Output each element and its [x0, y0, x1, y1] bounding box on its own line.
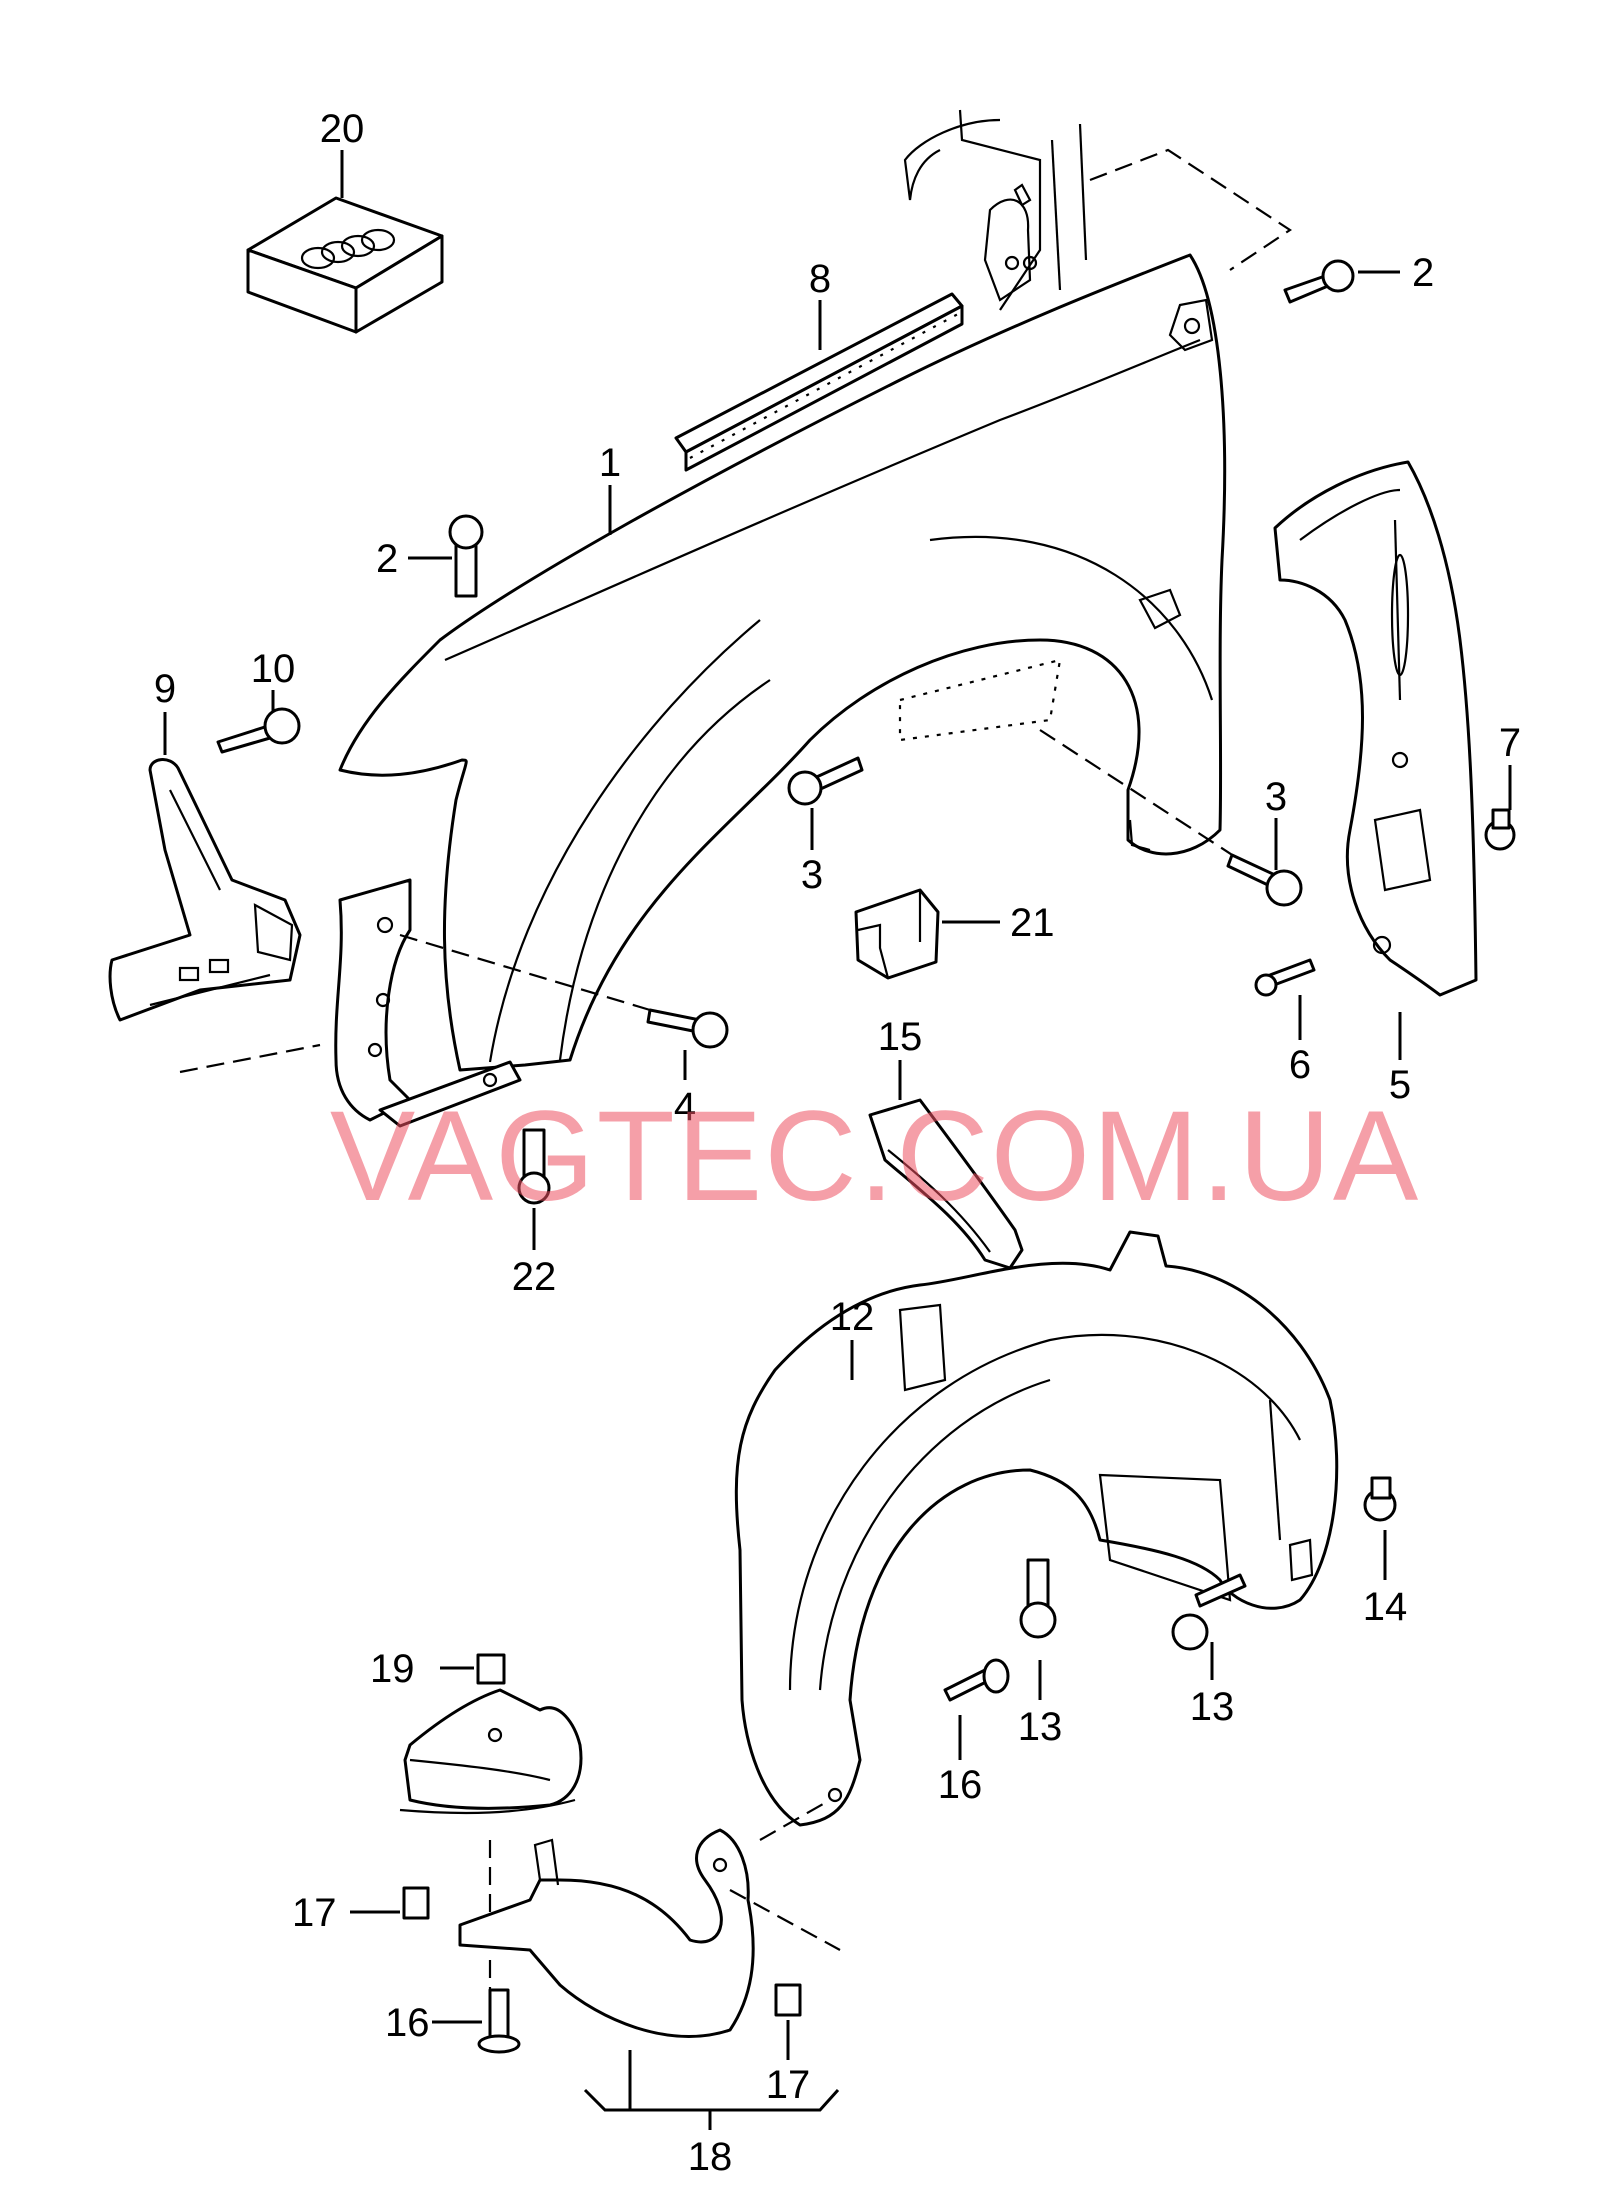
callout-21: 21	[1010, 901, 1055, 945]
screw-13-right	[1171, 1573, 1247, 1651]
part-8-strip	[674, 292, 964, 472]
callout-17-right: 17	[766, 2063, 811, 2107]
part-12-wheel-liner	[734, 1230, 1339, 1827]
clip-17-left	[402, 1886, 430, 1920]
callout-labels: 20 8 2 1 2 10 9 7 3 3 21 15 6 5 4 22 12 …	[154, 107, 1521, 2179]
body-pillar	[903, 109, 1088, 311]
clip-19	[476, 1653, 506, 1685]
callout-2-top: 2	[1412, 251, 1434, 295]
screw-6	[1254, 958, 1316, 997]
screw-13-left	[1019, 1558, 1057, 1639]
part-1-fender	[338, 253, 1227, 1072]
part-21-block	[854, 888, 940, 980]
part-5-baffle	[1273, 460, 1478, 997]
callout-16-upper: 16	[938, 1763, 983, 1807]
leader-lines	[163, 150, 1512, 2130]
clip-17-right	[774, 1983, 802, 2017]
screw-2-top	[1283, 259, 1355, 304]
callout-14: 14	[1363, 1585, 1408, 1629]
fender-front-bracket	[334, 878, 522, 1128]
callout-6: 6	[1289, 1043, 1311, 1087]
rivet-16-lower	[477, 1988, 521, 2054]
callout-3-left: 3	[801, 853, 823, 897]
callout-17-left: 17	[292, 1891, 337, 1935]
watermark: VAGTEC.COM.UA	[330, 1085, 1420, 1228]
screw-2-left	[448, 514, 484, 598]
screw-4	[646, 1008, 729, 1049]
callout-12: 12	[830, 1295, 875, 1339]
callout-3-right: 3	[1265, 775, 1287, 819]
callout-15: 15	[878, 1015, 923, 1059]
callout-20: 20	[320, 107, 365, 151]
rings-logo-icon	[300, 228, 396, 270]
callout-22: 22	[512, 1255, 557, 1299]
clip-7	[1484, 808, 1516, 851]
callout-13-right: 13	[1190, 1685, 1235, 1729]
screw-10	[216, 707, 301, 754]
callout-2-left: 2	[376, 537, 398, 581]
part-20-emblem-box	[246, 196, 444, 334]
screw-3-right	[1226, 853, 1303, 907]
callout-4: 4	[674, 1085, 696, 1129]
callout-5: 5	[1389, 1063, 1411, 1107]
callout-13-left: 13	[1018, 1705, 1063, 1749]
part-15-strip	[868, 1098, 1024, 1270]
callout-9: 9	[154, 667, 176, 711]
callout-7: 7	[1499, 721, 1521, 765]
part-9-bracket	[108, 758, 302, 1022]
part-18-mud-guard	[399, 1688, 755, 2038]
callout-1: 1	[599, 441, 621, 485]
screw-3-left	[787, 756, 864, 806]
callout-8: 8	[809, 257, 831, 301]
callout-18: 18	[688, 2135, 733, 2179]
rivet-16-upper	[943, 1658, 1010, 1702]
clip-14	[1363, 1476, 1397, 1522]
callout-16-lower: 16	[385, 2001, 430, 2045]
callout-10: 10	[251, 647, 296, 691]
callout-19: 19	[370, 1647, 415, 1691]
screw-22	[517, 1128, 551, 1205]
